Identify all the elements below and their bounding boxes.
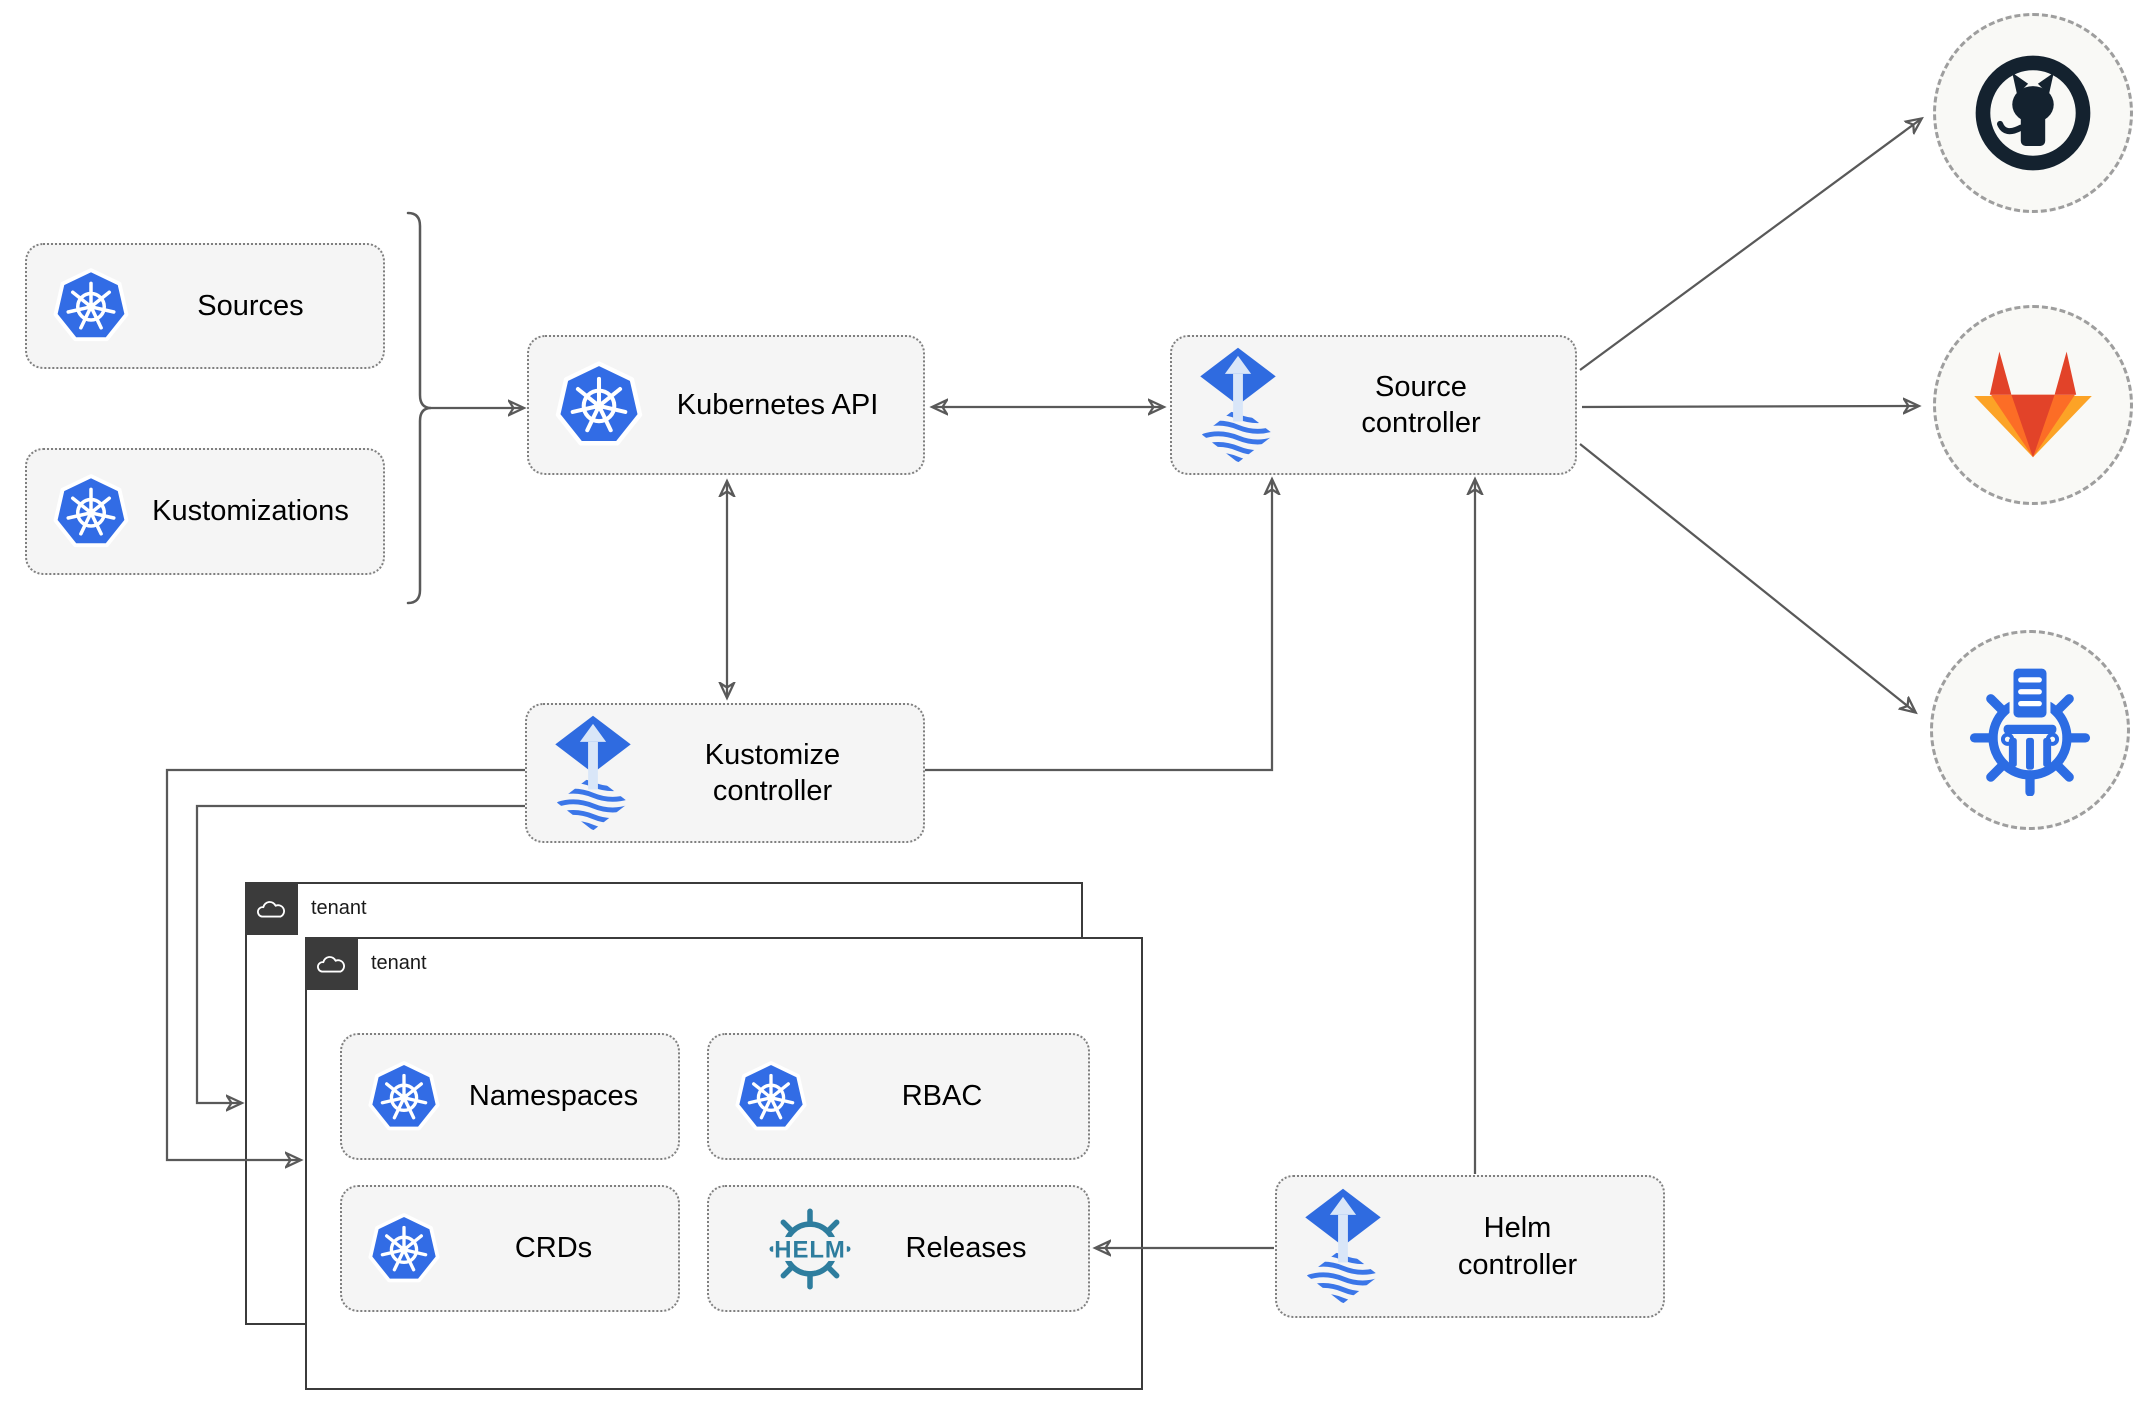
node-label: Sources: [197, 289, 304, 322]
chartmuseum-node: [1930, 630, 2130, 830]
node-label: Helm controller: [1384, 1210, 1651, 1283]
node-label: Source controller: [1279, 369, 1563, 442]
node-releases: HELM Releases: [707, 1185, 1090, 1312]
node-kustomize-controller: Kustomize controller: [525, 703, 925, 843]
node-label: RBAC: [901, 1080, 983, 1113]
node-kubernetes-api: Kubernetes API: [527, 335, 925, 475]
tenant-group-inner: tenant: [305, 937, 1143, 1390]
github-icon: [1975, 55, 2091, 171]
cloud-icon: [314, 951, 350, 977]
node-crds: CRDs: [340, 1185, 680, 1312]
tenant-label: tenant: [311, 897, 367, 919]
node-label-line1: Source: [1375, 370, 1467, 403]
node-source-controller: Source controller: [1170, 335, 1577, 475]
arrow-kustomize-to-source-controller: [925, 480, 1272, 772]
node-label-line2: controller: [1457, 1248, 1578, 1281]
arrow-source-controller-to-github: [1579, 119, 1921, 371]
kubernetes-icon: [554, 360, 644, 450]
arrow-source-controller-to-chartmuseum: [1579, 443, 1915, 712]
node-rbac: RBAC: [707, 1033, 1090, 1160]
brace-sources-group: [406, 211, 432, 605]
node-label: Kustomize controller: [634, 737, 911, 810]
node-label: Namespaces: [468, 1080, 639, 1113]
node-label: Kustomizations: [152, 495, 349, 528]
kubernetes-icon: [52, 473, 130, 551]
node-label-line1: Helm: [1483, 1212, 1552, 1245]
tenant-header: [245, 882, 298, 935]
kubernetes-icon: [367, 1060, 441, 1134]
tenant-header: [305, 937, 358, 990]
node-helm-controller: Helm controller: [1275, 1175, 1665, 1318]
gitlab-node: [1933, 305, 2133, 505]
helm-icon: HELM: [769, 1208, 851, 1289]
tenant-label: tenant: [371, 952, 427, 974]
github-node: [1933, 13, 2133, 213]
node-namespaces: Namespaces: [340, 1033, 680, 1160]
kubernetes-icon: [367, 1212, 441, 1286]
node-label: CRDs: [514, 1232, 593, 1265]
node-label-line2: controller: [712, 775, 833, 807]
cloud-icon: [254, 896, 290, 922]
kubernetes-icon: [734, 1060, 808, 1134]
flux-icon: [1197, 346, 1279, 465]
node-label-line2: controller: [1361, 407, 1481, 439]
node-label: Releases: [905, 1232, 1027, 1265]
node-kustomizations: Kustomizations: [25, 448, 385, 575]
node-label-line1: Kustomize: [704, 738, 841, 771]
chartmuseum-icon: [1969, 664, 2091, 796]
flux-icon: [552, 714, 634, 833]
node-label: Kubernetes API: [676, 388, 879, 421]
kubernetes-icon: [52, 267, 130, 345]
arrow-source-controller-to-gitlab: [1581, 406, 1918, 407]
gitlab-icon: [1974, 351, 2092, 458]
flux-icon: [1302, 1187, 1384, 1306]
helm-logo-text: HELM: [774, 1236, 845, 1263]
node-sources: Sources: [25, 243, 385, 369]
